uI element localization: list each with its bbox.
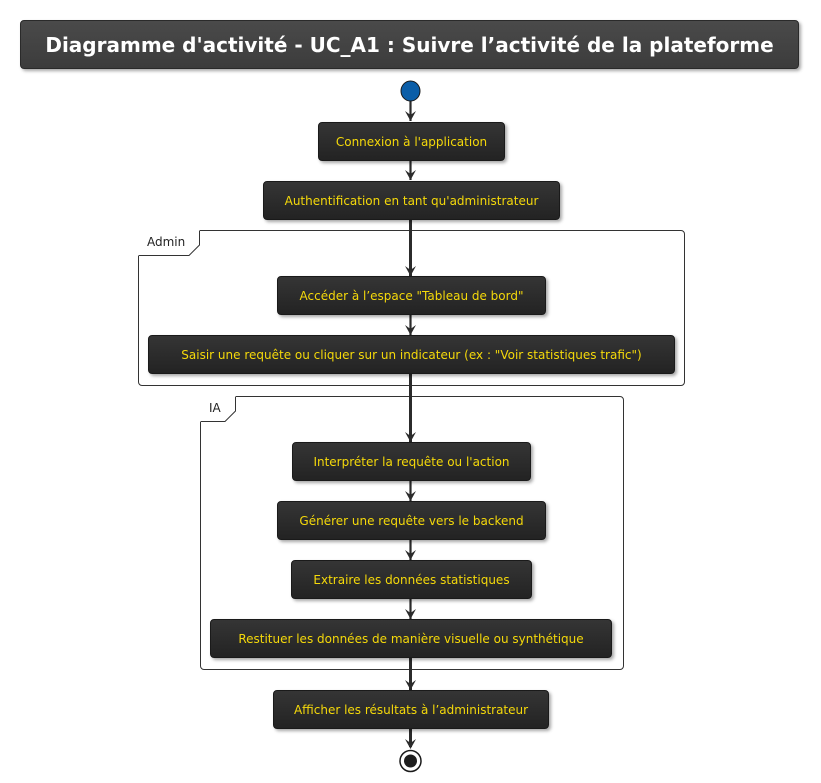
partition-ia-tab: IA [200,396,236,422]
arrowhead [405,266,416,276]
arrowhead [405,432,416,442]
partition-ia-label: IA [209,401,221,415]
action-authentification: Authentification en tant qu'administrate… [263,181,560,220]
partition-admin-label: Admin [147,235,186,249]
arrowhead [405,680,416,690]
start-node [400,80,421,102]
arrowhead [405,609,416,619]
action-afficher-resultats: Afficher les résultats à l’administrateu… [273,690,549,729]
arrowhead [405,491,416,501]
action-extraire-donnees: Extraire les données statistiques [291,560,532,599]
end-node-inner [404,754,417,768]
partition-admin: Admin [138,230,685,386]
arrowhead [405,325,416,335]
action-acceder-tableau-de-bord: Accéder à l’espace "Tableau de bord" [277,276,546,315]
action-interpreter: Interpréter la requête ou l'action [292,442,531,481]
arrowhead [405,739,416,749]
partition-admin-tab: Admin [138,230,200,256]
arrowhead [405,550,416,560]
diagram-title: Diagramme d'activité - UC_A1 : Suivre l’… [20,20,799,69]
action-connexion: Connexion à l'application [318,122,505,161]
action-restituer-donnees: Restituer les données de manière visuell… [210,619,612,658]
action-saisir-requete: Saisir une requête ou cliquer sur un ind… [148,335,675,374]
action-generer-requete: Générer une requête vers le backend [277,501,546,540]
arrowhead [405,111,416,121]
arrowhead [405,170,416,180]
